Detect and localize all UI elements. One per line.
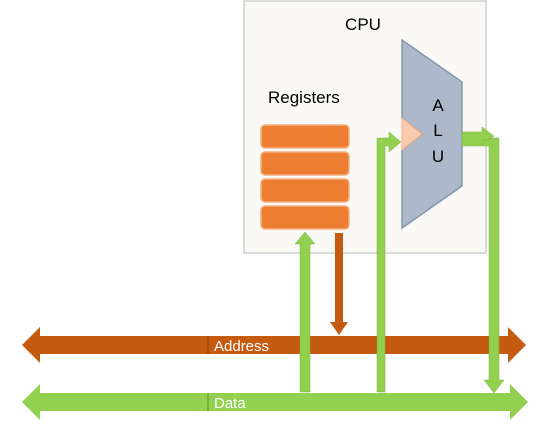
address-bus-label: Address — [214, 338, 269, 355]
registers-label: Registers — [268, 88, 340, 107]
alu-input-marker — [401, 116, 423, 152]
data-to-alu-arrow — [376, 131, 402, 393]
data-bus-arrow — [22, 384, 528, 420]
register-4 — [260, 205, 350, 230]
address-bus-arrow — [22, 327, 526, 363]
register-2 — [260, 151, 350, 176]
alu-to-data-arrow — [461, 126, 505, 394]
data-to-register-arrow — [294, 231, 316, 393]
alu-letter-u: U — [432, 147, 444, 166]
register-3 — [260, 178, 350, 203]
alu-letter-a: A — [432, 96, 444, 115]
register-to-address-arrow — [330, 233, 348, 335]
alu-letter-l: L — [433, 121, 442, 140]
register-1 — [260, 124, 350, 149]
data-bus-label: Data — [214, 395, 246, 412]
cpu-label: CPU — [345, 15, 381, 34]
